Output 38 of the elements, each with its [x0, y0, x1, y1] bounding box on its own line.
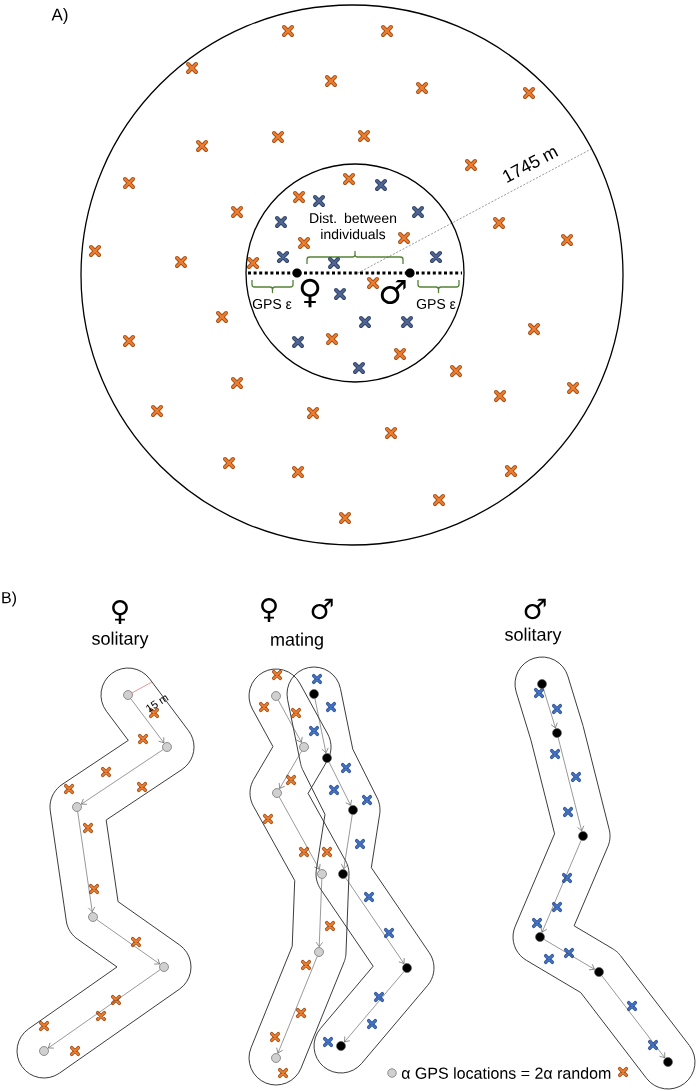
- arrow: [48, 969, 161, 1049]
- distance-label: Dist. between individuals: [310, 212, 397, 240]
- arrow: [314, 698, 329, 754]
- group-title: solitary: [505, 627, 562, 645]
- male-symbol: ♂: [311, 598, 333, 620]
- male-symbol: ♂: [524, 598, 546, 620]
- arrow: [557, 737, 585, 832]
- arrow: [345, 877, 405, 964]
- arrow: [96, 919, 160, 965]
- female-symbol: ♀: [300, 278, 320, 308]
- arrow: [344, 971, 405, 1043]
- outer-circle: [80, 4, 624, 546]
- arrow: [278, 750, 302, 789]
- arrow: [130, 698, 165, 744]
- arrow: [77, 811, 96, 913]
- arrow: [341, 814, 353, 870]
- panel-label: B): [2, 591, 16, 607]
- group-title: solitary: [92, 631, 149, 649]
- male-symbol: ♂: [380, 279, 406, 305]
- female-symbol: ♀: [112, 600, 128, 624]
- arrow: [601, 975, 666, 1059]
- arrow: [328, 762, 352, 806]
- error-label: GPS ε: [252, 299, 292, 309]
- arrow: [278, 699, 303, 743]
- legend-text: α GPS locations = 2α random: [401, 1067, 611, 1079]
- arrow: [279, 796, 321, 870]
- dimension-label: 15 m: [146, 695, 169, 713]
- error-label: GPS ε: [416, 299, 456, 309]
- dimension-label: 1745 m: [503, 148, 559, 183]
- arrow: [315, 878, 323, 948]
- female-symbol: ♀: [261, 598, 277, 622]
- panel-label: A): [51, 8, 68, 24]
- group-title: mating: [271, 632, 323, 650]
- arrow: [543, 688, 558, 729]
- arrow: [540, 840, 582, 933]
- arrow: [543, 939, 595, 971]
- arrow: [276, 956, 318, 1054]
- arrow: [81, 749, 164, 805]
